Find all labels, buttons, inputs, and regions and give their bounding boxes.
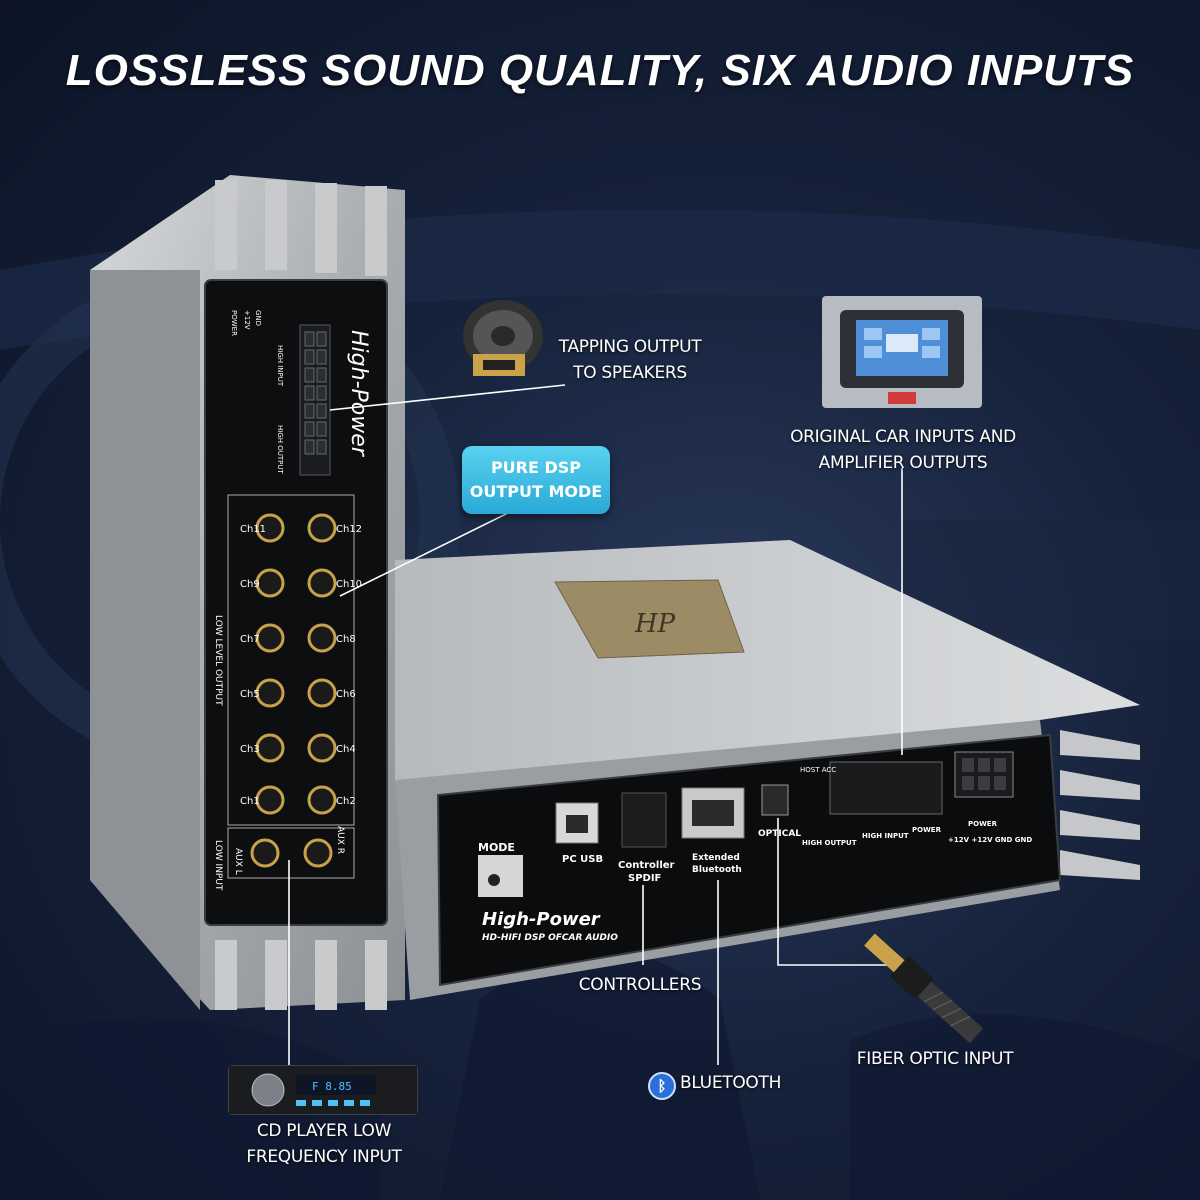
side-ch-label: Ch4 (336, 744, 356, 755)
pure-dsp-mode-badge: PURE DSP OUTPUT MODE (462, 446, 610, 514)
side-ch-label: Ch3 (240, 744, 260, 755)
controller-label: Controller (618, 860, 675, 871)
car-headunit-image (822, 296, 982, 408)
side-ch-label: Ch5 (240, 689, 260, 700)
side-ch-label: Ch11 (240, 524, 266, 535)
side-header-high-input: HIGH INPUT (276, 345, 284, 387)
side-ch-label: Ch1 (240, 796, 260, 807)
aux-l-label: AUX L (233, 848, 243, 875)
svg-text:F 8.85: F 8.85 (312, 1080, 352, 1093)
extended-label: Extended (692, 853, 740, 863)
leader-lines (288, 384, 910, 1065)
aux-r-label: AUX R (335, 826, 345, 854)
tapping-output-label: TAPPING OUTPUT TO SPEAKERS (558, 337, 702, 383)
mode-label: MODE (478, 841, 515, 854)
headline: LOSSLESS SOUND QUALITY, SIX AUDIO INPUTS (65, 46, 1135, 95)
side-low-output-label: LOW LEVEL OUTPUT (213, 615, 223, 706)
vertical-amplifier-unit: Ch11 Ch12 Ch9 Ch10 Ch7 Ch8 Ch5 Ch6 Ch3 C… (90, 175, 405, 1010)
front-subtitle: HD-HIFI DSP OFCAR AUDIO (482, 933, 618, 943)
side-ch-label: Ch8 (336, 634, 356, 645)
spdif-label: SPDIF (628, 873, 661, 884)
high-input-label: HIGH INPUT (862, 832, 909, 840)
cd-player-image: F 8.85 (228, 1065, 418, 1115)
cd-player-label: CD PLAYER LOW FREQUENCY INPUT (246, 1121, 402, 1167)
power-block-label: POWER (968, 820, 998, 828)
side-power-row: GND (254, 310, 262, 326)
pc-usb-label: PC USB (562, 854, 603, 865)
optical-cable-image (864, 933, 984, 1044)
power-label: POWER (912, 826, 942, 834)
power-cols-label: +12V +12V GND GND (948, 836, 1032, 844)
side-low-input-label: LOW INPUT (213, 840, 223, 891)
side-header-high-output: HIGH OUTPUT (276, 425, 284, 474)
fiber-optic-label: FIBER OPTIC INPUT (856, 1049, 1014, 1069)
original-inputs-label: ORIGINAL CAR INPUTS AND AMPLIFIER OUTPUT… (790, 427, 1016, 473)
host-acc-label: HOST ACC (800, 766, 836, 774)
side-ch-label: Ch6 (336, 689, 356, 700)
side-ch-label: Ch2 (336, 796, 356, 807)
side-ch-label: Ch12 (336, 524, 362, 535)
side-header-power: POWER (230, 310, 238, 336)
controllers-label: CONTROLLERS (578, 975, 702, 995)
side-brand: High-Power (346, 330, 371, 458)
bluetooth-label: BLUETOOTH (680, 1073, 782, 1093)
horizontal-amplifier-unit: HP MODE PC USB Controller SPDIF Extended… (395, 540, 1140, 1000)
speaker-icon (463, 300, 543, 376)
front-brand: High-Power (482, 909, 601, 930)
rca-jacks (250, 513, 337, 868)
side-ch-label: Ch9 (240, 579, 260, 590)
bluetooth-icon: ᛒ (648, 1072, 676, 1100)
side-ch-label: Ch10 (336, 579, 362, 590)
side-ch-label: Ch7 (240, 634, 260, 645)
bluetooth-port-label: Bluetooth (692, 865, 742, 875)
high-output-label: HIGH OUTPUT (802, 839, 857, 847)
logo-plate: HP (634, 609, 676, 639)
optical-label: OPTICAL (758, 829, 801, 839)
side-power-row: +12V (243, 310, 251, 330)
